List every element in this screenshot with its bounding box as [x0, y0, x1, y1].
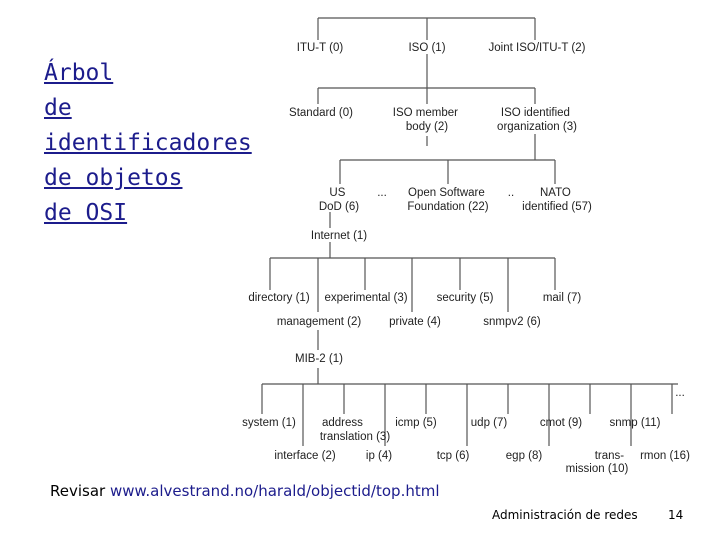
node-icmp: icmp (5) [395, 417, 437, 429]
node-interface: interface (2) [274, 450, 336, 462]
node-ellipsis-1: ... [377, 187, 387, 199]
node-security: security (5) [437, 292, 494, 304]
footer-reference: Revisar www.alvestrand.no/harald/objecti… [50, 482, 440, 500]
footer-url-link[interactable]: www.alvestrand.no/harald/objectid/top.ht… [109, 482, 440, 500]
oid-tree-diagram: ITU-T (0) ISO (1) Joint ISO/ITU-T (2) St… [242, 17, 690, 475]
node-experimental: experimental (3) [324, 292, 407, 304]
node-iso: ISO (1) [408, 42, 445, 54]
node-us-dod: US DoD (6) [319, 187, 359, 213]
node-transmission: trans- mission (10) [566, 450, 629, 475]
node-internet: Internet (1) [311, 230, 367, 242]
node-snmpv2: snmpv2 (6) [483, 316, 541, 328]
node-itu-t: ITU-T (0) [297, 42, 344, 54]
node-udp: udp (7) [471, 417, 508, 429]
node-iso-identified-org: ISO identified organization (3) [497, 107, 577, 133]
node-directory: directory (1) [248, 292, 310, 304]
node-tcp: tcp (6) [437, 450, 470, 462]
tree-connectors [261, 17, 678, 446]
slide-title: Árbol de identificadores de objetos de O… [44, 60, 252, 226]
node-open-software-foundation: Open Software Foundation (22) [407, 187, 488, 213]
page-number: 14 [668, 508, 684, 522]
node-egp: egp (8) [506, 450, 543, 462]
node-joint-iso-itu-t: Joint ISO/ITU-T (2) [489, 42, 586, 54]
footer-prefix: Revisar [50, 482, 110, 500]
course-name: Administración de redes [492, 508, 638, 522]
node-rmon: rmon (16) [640, 450, 690, 462]
node-ip: ip (4) [366, 450, 392, 462]
node-management: management (2) [277, 316, 362, 328]
node-system: system (1) [242, 417, 296, 429]
node-mib-2: MIB-2 (1) [295, 353, 343, 365]
node-mib2-ellipsis: ... [675, 387, 685, 399]
node-snmp: snmp (11) [610, 417, 661, 429]
node-ellipsis-2: .. [508, 187, 514, 199]
node-iso-member-body: ISO member body (2) [393, 107, 461, 133]
node-mail: mail (7) [543, 292, 582, 304]
node-cmot: cmot (9) [540, 417, 582, 429]
node-standard: Standard (0) [289, 107, 353, 119]
node-private: private (4) [389, 316, 441, 328]
node-address-translation: address translation (3) [320, 417, 390, 443]
node-nato-identified: NATO identified (57) [522, 187, 592, 213]
